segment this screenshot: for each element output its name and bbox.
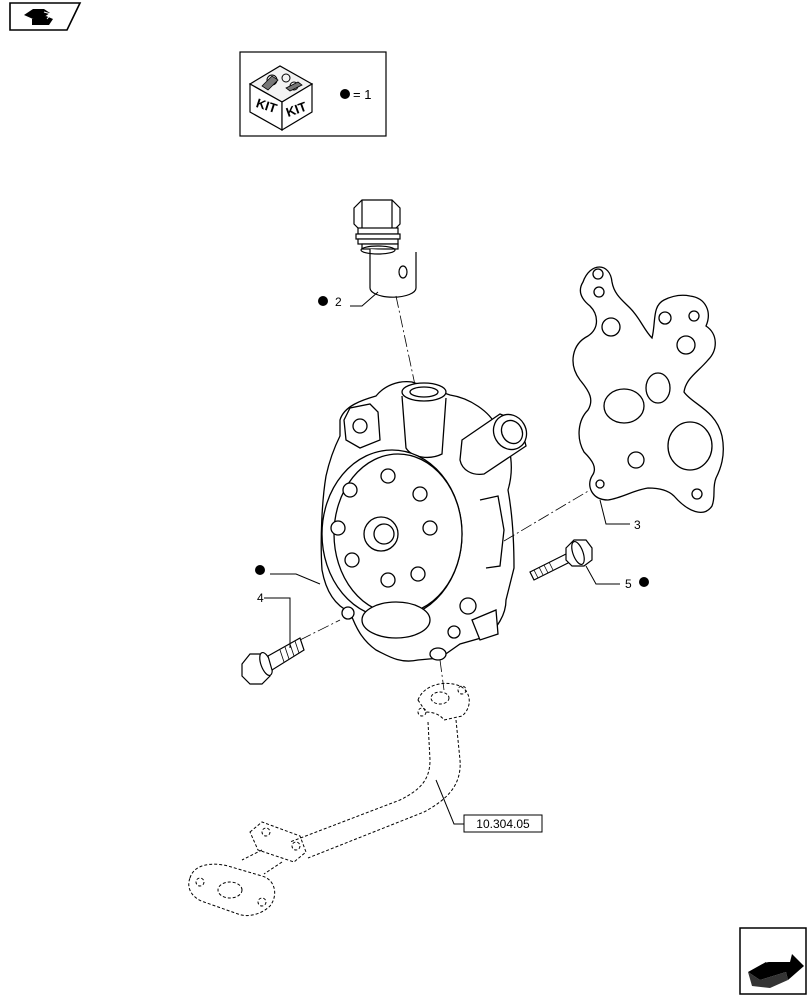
callout-4: 4: [257, 591, 264, 605]
part-3-gasket: [572, 266, 724, 513]
reference-label[interactable]: 10.304.05: [476, 817, 530, 831]
item-2-kit-marker: [318, 296, 328, 306]
callout-2: 2: [335, 295, 342, 309]
leader-lines: [264, 291, 630, 825]
kit-dot-marker: [340, 89, 350, 99]
kit-label-left: KIT: [254, 95, 279, 116]
next-page-arrow-icon[interactable]: [748, 954, 804, 988]
kit-label-right: KIT: [284, 99, 309, 120]
previous-page-arrow-icon[interactable]: [24, 9, 53, 25]
part-4-bolt: [241, 637, 305, 685]
part-5-bolt: [529, 539, 593, 581]
next-page-nav[interactable]: [739, 927, 807, 995]
callout-5: 5: [625, 577, 632, 591]
item-5-kit-marker: [639, 577, 649, 587]
prev-page-nav[interactable]: [9, 2, 82, 31]
vacuum-pump-body: [320, 380, 528, 662]
phantom-oil-pipe: [188, 682, 470, 917]
kit-box-icon: KIT KIT: [248, 65, 314, 132]
pump-kit-marker: [255, 565, 265, 575]
callout-3: 3: [634, 518, 641, 532]
part-2-fitting: [353, 199, 417, 298]
kit-legend: KIT KIT = 1: [239, 51, 387, 137]
reference-link[interactable]: 10.304.05: [463, 814, 543, 833]
kit-quantity-label: = 1: [353, 87, 371, 102]
